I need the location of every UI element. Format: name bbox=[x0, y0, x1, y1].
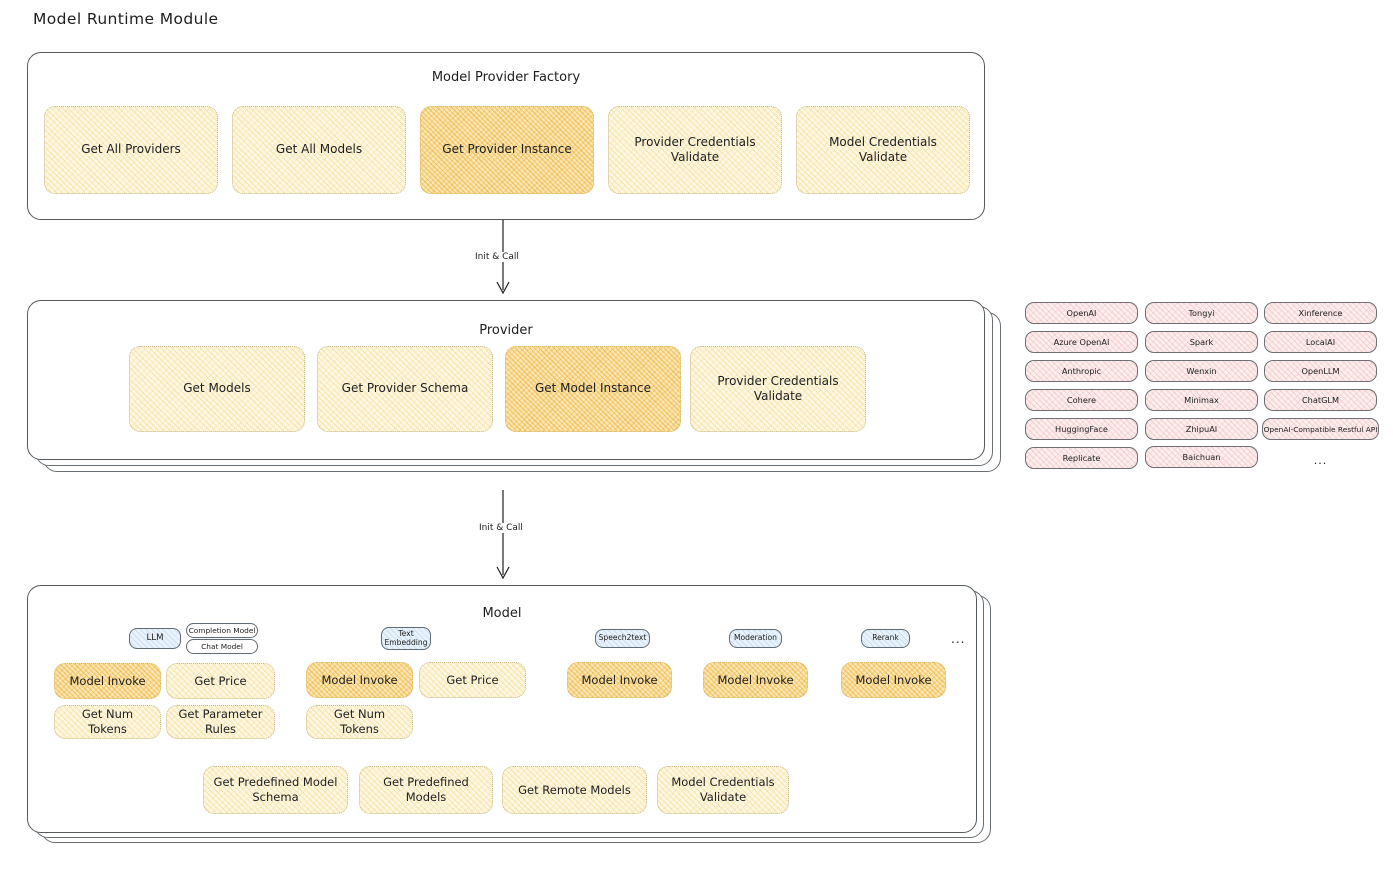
model-provider-factory-title: Model Provider Factory bbox=[431, 70, 581, 85]
provider-chip-cohere[interactable]: Cohere bbox=[1025, 389, 1138, 411]
provider-chip-azure-openai[interactable]: Azure OpenAI bbox=[1025, 331, 1138, 353]
model-common-method-get-predefined-model-schema[interactable]: Get Predefined Model Schema bbox=[203, 766, 348, 814]
llm-method-get-parameter-rules[interactable]: Get Parameter Rules bbox=[166, 705, 275, 739]
model-type-tag-moderation[interactable]: Moderation bbox=[729, 629, 782, 648]
model-common-method-model-credentials-validate[interactable]: Model Credentials Validate bbox=[657, 766, 789, 814]
text-embedding-method-get-price[interactable]: Get Price bbox=[419, 662, 526, 698]
provider-chip-huggingface[interactable]: HuggingFace bbox=[1025, 418, 1138, 440]
model-subtag-completion-model[interactable]: Completion Model bbox=[186, 623, 258, 638]
model-type-tag-speech2text[interactable]: Speech2text bbox=[595, 629, 650, 648]
factory-box-provider-credentials-validate[interactable]: Provider Credentials Validate bbox=[608, 106, 782, 194]
arrow-provider-to-model bbox=[478, 490, 528, 585]
provider-chip-anthropic[interactable]: Anthropic bbox=[1025, 360, 1138, 382]
provider-chip-spark[interactable]: Spark bbox=[1145, 331, 1258, 353]
arrow-label-init-and-call-1: Init & Call bbox=[472, 252, 522, 262]
model-type-tag-rerank[interactable]: Rerank bbox=[861, 629, 910, 648]
factory-box-get-provider-instance[interactable]: Get Provider Instance bbox=[420, 106, 594, 194]
provider-box-provider-credentials-validate[interactable]: Provider Credentials Validate bbox=[690, 346, 866, 432]
model-type-tag-text-embedding[interactable]: Text Embedding bbox=[381, 627, 431, 650]
moderation-method-model-invoke[interactable]: Model Invoke bbox=[703, 662, 808, 698]
provider-chip-openai[interactable]: OpenAI bbox=[1025, 302, 1138, 324]
provider-title: Provider bbox=[479, 323, 533, 338]
text-embedding-method-get-num-tokens[interactable]: Get Num Tokens bbox=[306, 705, 413, 739]
llm-method-get-price[interactable]: Get Price bbox=[166, 663, 275, 699]
factory-box-model-credentials-validate[interactable]: Model Credentials Validate bbox=[796, 106, 970, 194]
provider-box-get-models[interactable]: Get Models bbox=[129, 346, 305, 432]
model-common-method-get-predefined-models[interactable]: Get Predefined Models bbox=[359, 766, 493, 814]
rerank-method-model-invoke[interactable]: Model Invoke bbox=[841, 662, 946, 698]
provider-chip-localai[interactable]: LocalAI bbox=[1264, 331, 1377, 353]
speech2text-method-model-invoke[interactable]: Model Invoke bbox=[567, 662, 672, 698]
factory-box-get-all-models[interactable]: Get All Models bbox=[232, 106, 406, 194]
provider-chip-baichuan[interactable]: Baichuan bbox=[1145, 446, 1258, 468]
page-title: Model Runtime Module bbox=[33, 10, 219, 28]
arrow-label-init-and-call-2: Init & Call bbox=[476, 523, 526, 533]
provider-chip-wenxin[interactable]: Wenxin bbox=[1145, 360, 1258, 382]
provider-chip-openai-compatible-restful-api[interactable]: OpenAI-Compatible Restful API bbox=[1262, 418, 1379, 440]
provider-chip-xinference[interactable]: Xinference bbox=[1264, 302, 1377, 324]
model-common-method-get-remote-models[interactable]: Get Remote Models bbox=[502, 766, 647, 814]
model-types-more-ellipsis: ... bbox=[951, 632, 966, 646]
provider-chip-zhipuai[interactable]: ZhipuAI bbox=[1145, 418, 1258, 440]
provider-chip-chatglm[interactable]: ChatGLM bbox=[1264, 389, 1377, 411]
provider-chip-openllm[interactable]: OpenLLM bbox=[1264, 360, 1377, 382]
model-subtag-chat-model[interactable]: Chat Model bbox=[186, 639, 258, 654]
provider-chip-replicate[interactable]: Replicate bbox=[1025, 447, 1138, 469]
llm-method-get-num-tokens[interactable]: Get Num Tokens bbox=[54, 705, 161, 739]
provider-box-get-provider-schema[interactable]: Get Provider Schema bbox=[317, 346, 493, 432]
model-type-tag-llm[interactable]: LLM bbox=[129, 628, 181, 649]
text-embedding-method-model-invoke[interactable]: Model Invoke bbox=[306, 662, 413, 698]
llm-method-model-invoke[interactable]: Model Invoke bbox=[54, 663, 161, 699]
provider-chip-minimax[interactable]: Minimax bbox=[1145, 389, 1258, 411]
provider-list-more-ellipsis: ... bbox=[1313, 453, 1328, 467]
provider-box-get-model-instance[interactable]: Get Model Instance bbox=[505, 346, 681, 432]
factory-box-get-all-providers[interactable]: Get All Providers bbox=[44, 106, 218, 194]
model-title: Model bbox=[482, 606, 522, 621]
provider-chip-tongyi[interactable]: Tongyi bbox=[1145, 302, 1258, 324]
